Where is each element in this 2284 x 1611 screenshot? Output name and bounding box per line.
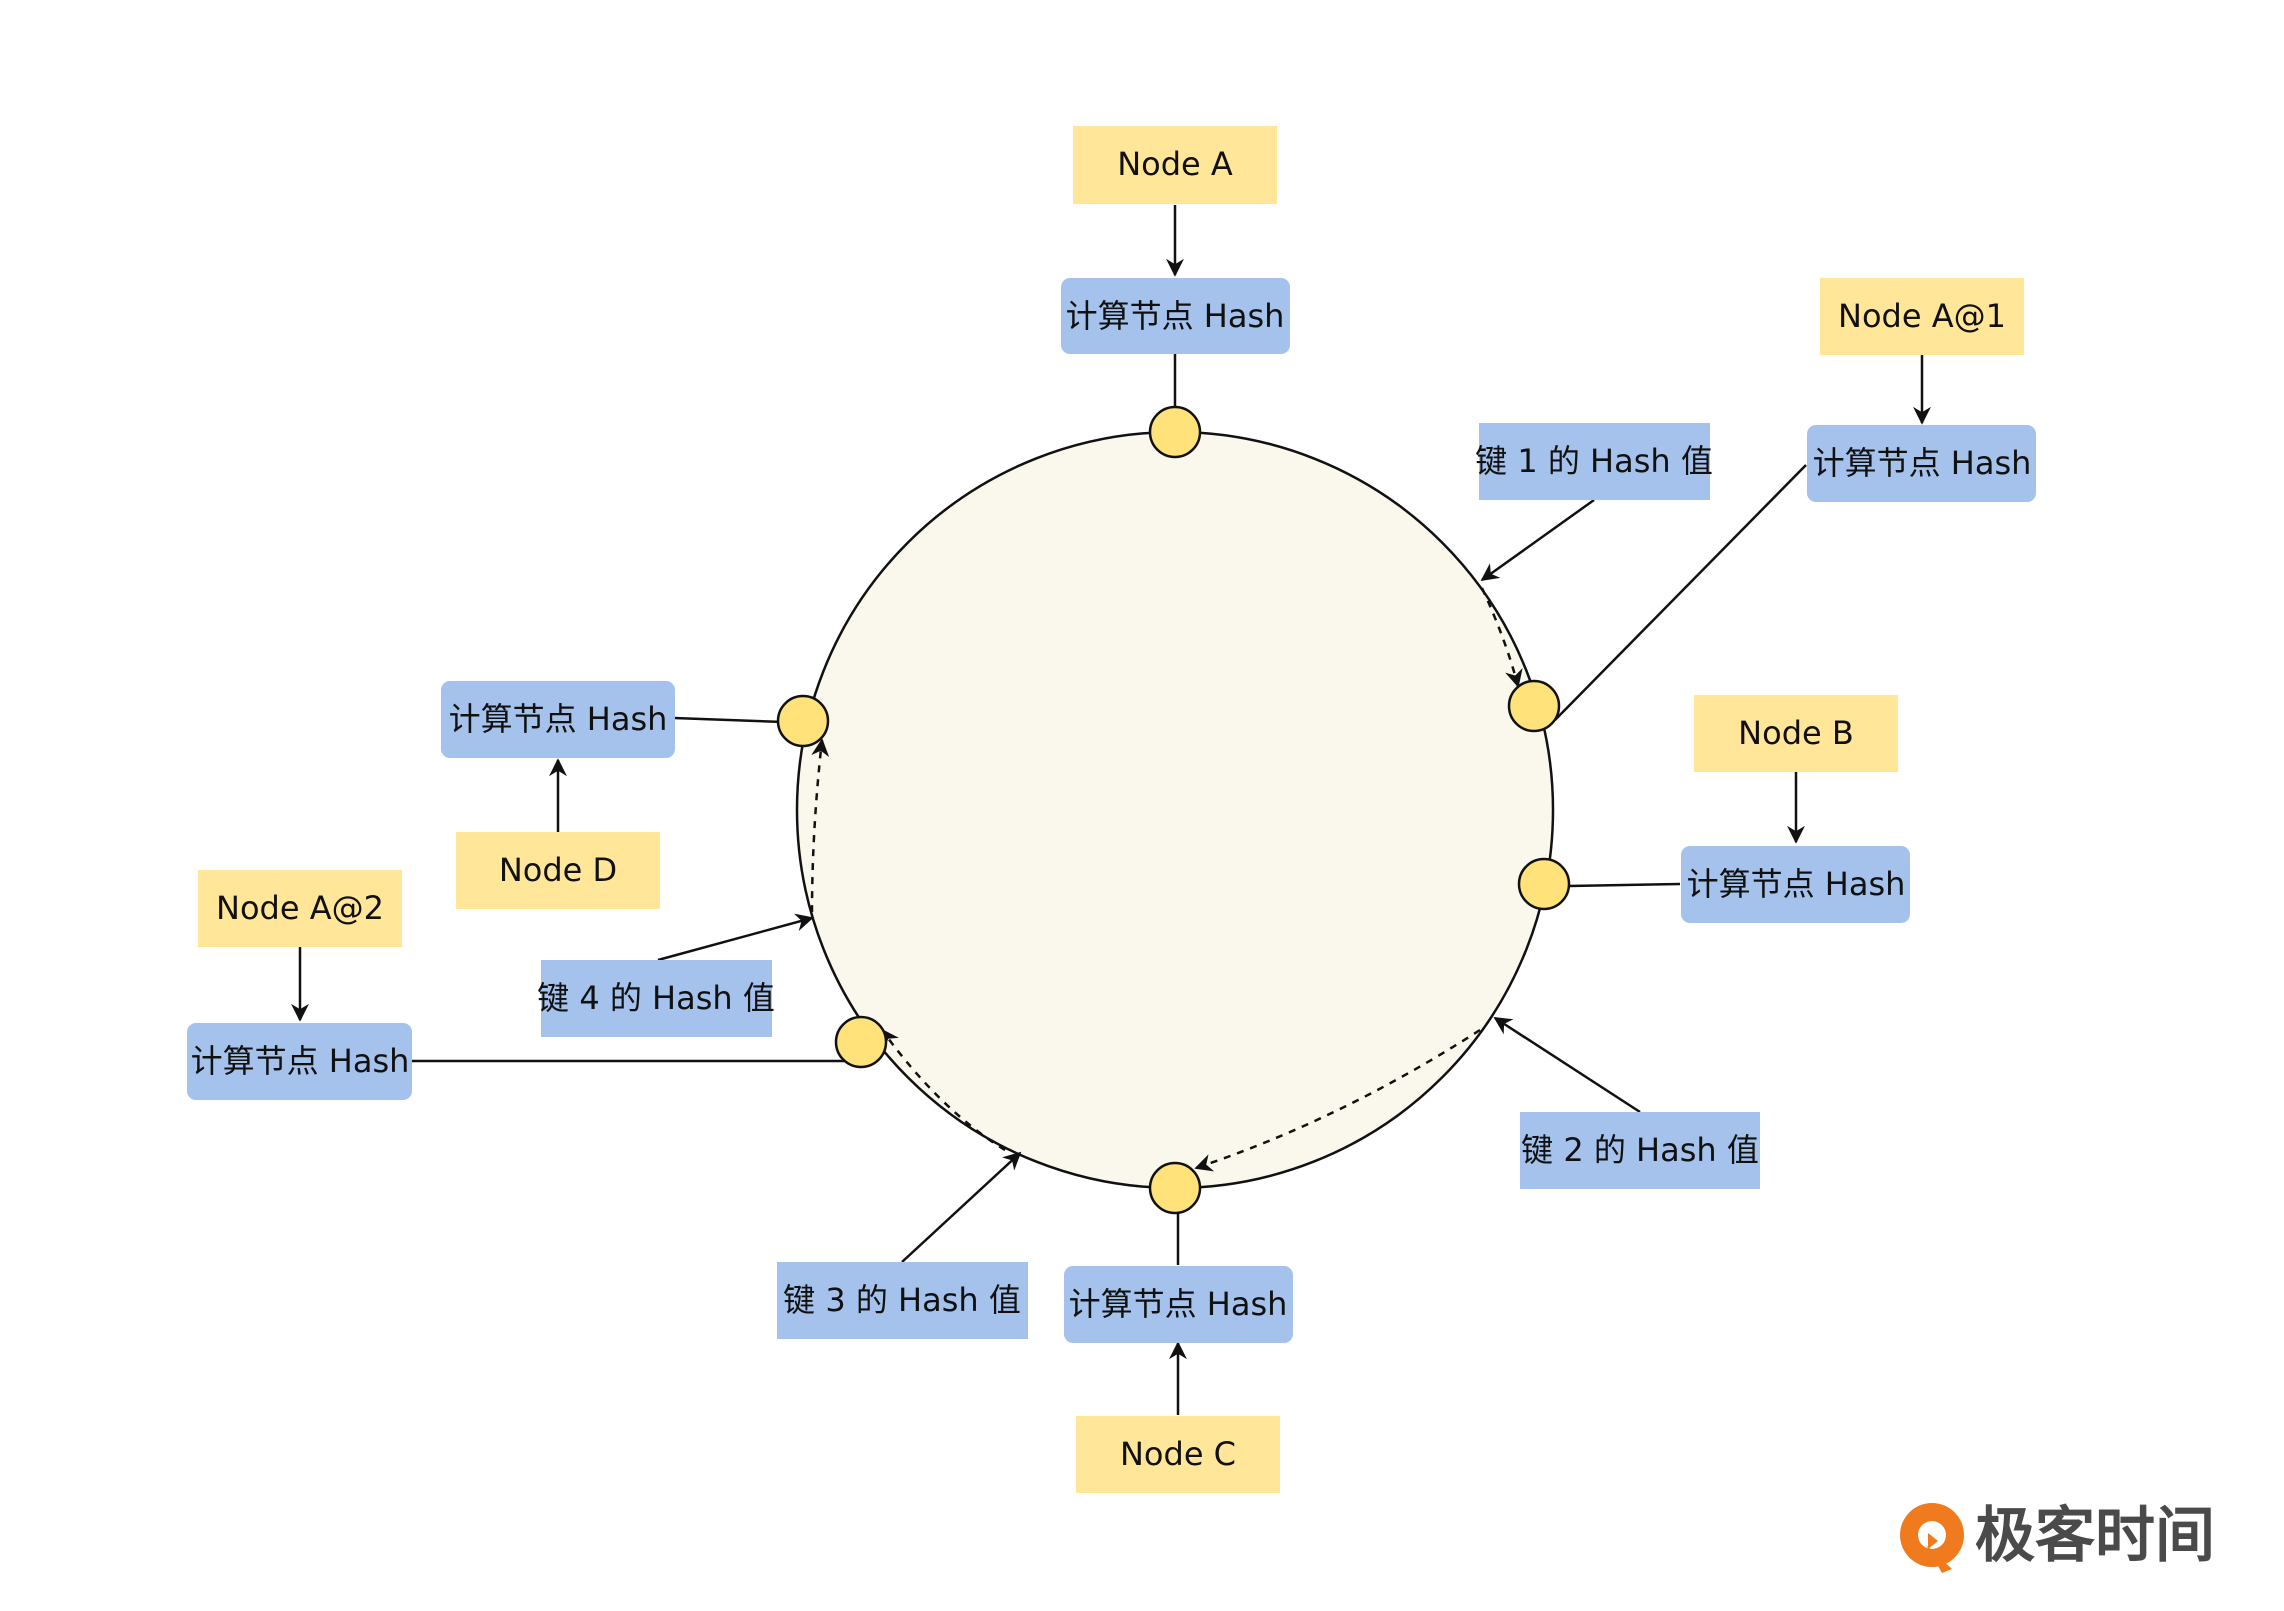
ring-point-node-a2 — [834, 1015, 888, 1069]
hash-box-c: 计算节点 Hash — [1064, 1266, 1293, 1343]
dashed-key2-to-c — [1194, 1028, 1481, 1172]
node-label-b: Node B — [1738, 714, 1854, 752]
hash-label-d: 计算节点 Hash — [449, 700, 668, 738]
node-label-a2: Node A@2 — [216, 889, 384, 927]
arrow-key1 — [1480, 498, 1595, 582]
key-label-2: 键 2 的 Hash 值 — [1521, 1131, 1759, 1169]
node-box-a1: Node A@1 — [1820, 278, 2024, 355]
node-box-a: Node A — [1073, 126, 1277, 204]
connector-lines — [291, 205, 1931, 1415]
ring-point-node-b — [1517, 857, 1571, 911]
key-box-1: 键 1 的 Hash 值 — [1475, 423, 1713, 500]
line-hash-to-point-d — [673, 716, 785, 724]
hash-box-a1: 计算节点 Hash — [1807, 425, 2036, 502]
hash-label-a1: 计算节点 Hash — [1813, 444, 2032, 482]
ring-point-node-a — [1148, 405, 1202, 459]
hash-box-d: 计算节点 Hash — [441, 681, 675, 758]
hash-box-a: 计算节点 Hash — [1061, 278, 1290, 354]
hash-label-a2: 计算节点 Hash — [191, 1042, 410, 1080]
node-label-a1: Node A@1 — [1838, 297, 2006, 335]
node-label-a: Node A — [1117, 145, 1233, 183]
dashed-key4-to-d — [810, 738, 830, 913]
node-box-b: Node B — [1694, 695, 1898, 772]
ring-points — [776, 405, 1571, 1215]
key-label-3: 键 3 的 Hash 值 — [783, 1281, 1021, 1319]
hash-label-c: 计算节点 Hash — [1069, 1285, 1288, 1323]
key-box-3: 键 3 的 Hash 值 — [777, 1262, 1028, 1339]
node-label-c: Node C — [1120, 1435, 1236, 1473]
key-box-2: 键 2 的 Hash 值 — [1520, 1112, 1760, 1189]
geektime-logo-icon — [1900, 1503, 1964, 1573]
ring-point-node-d — [776, 694, 830, 748]
dashed-key3-to-a2 — [880, 1028, 1006, 1152]
key-box-4: 键 4 的 Hash 值 — [537, 960, 775, 1037]
watermark-text: 极客时间 — [1975, 1501, 2215, 1571]
dashed-assignment-arrows — [810, 587, 1523, 1172]
line-hash-to-point-b — [1568, 882, 1681, 888]
key-label-1: 键 1 的 Hash 值 — [1475, 442, 1713, 480]
arrow-key2 — [1493, 1016, 1641, 1114]
arrow-key4 — [657, 913, 814, 962]
node-label-d: Node D — [499, 851, 617, 889]
node-box-a2: Node A@2 — [198, 870, 402, 947]
hash-box-a2: 计算节点 Hash — [187, 1023, 412, 1100]
arrow-key3 — [901, 1151, 1022, 1263]
node-box-d: Node D — [456, 832, 660, 909]
ring-point-node-a1 — [1507, 679, 1561, 733]
watermark: 极客时间 — [1900, 1501, 2215, 1573]
line-hash-to-point-a1 — [1554, 464, 1807, 721]
hash-box-b: 计算节点 Hash — [1681, 846, 1910, 923]
ring-point-node-c — [1148, 1161, 1202, 1215]
key-label-4: 键 4 的 Hash 值 — [537, 979, 775, 1017]
hash-label-a: 计算节点 Hash — [1066, 297, 1285, 335]
hash-ring — [795, 430, 1555, 1190]
node-box-c: Node C — [1076, 1416, 1280, 1493]
hash-label-b: 计算节点 Hash — [1687, 865, 1906, 903]
